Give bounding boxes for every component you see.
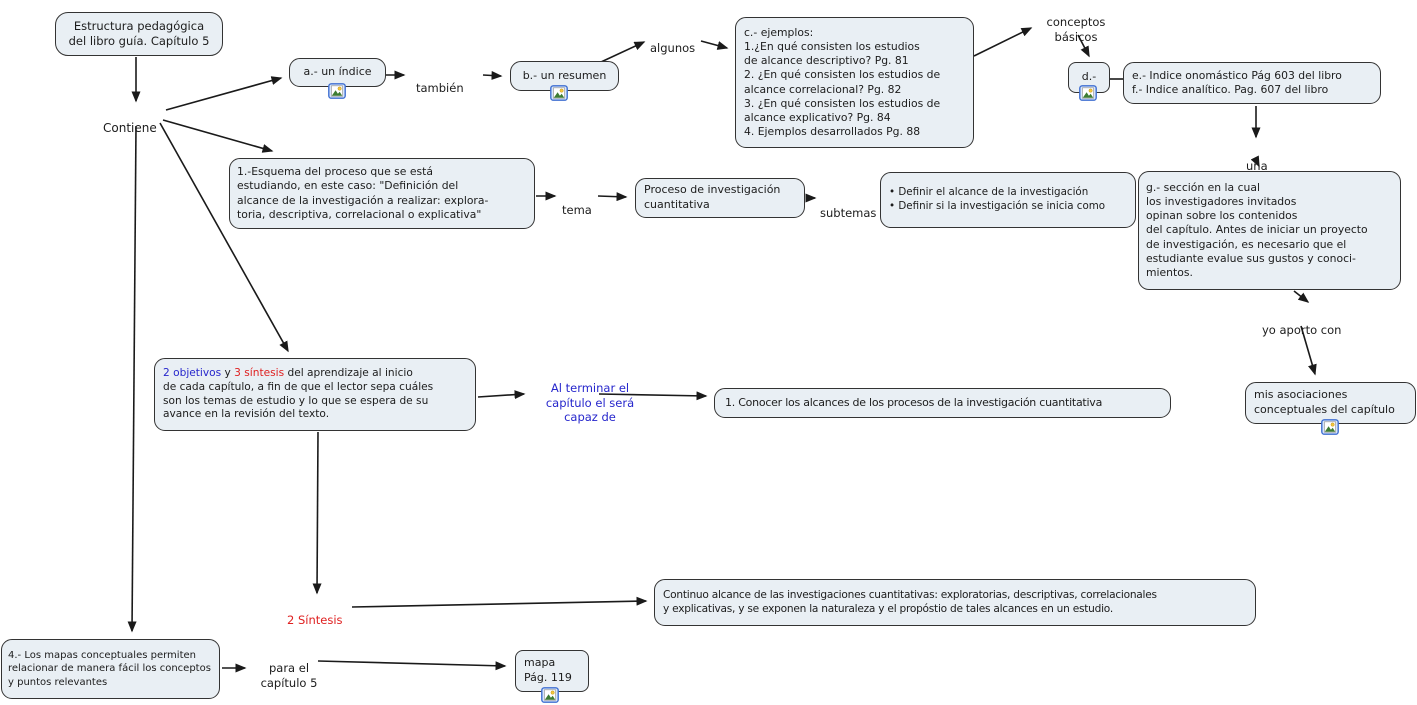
- connector-b-algunos: [600, 41, 646, 63]
- connector-tambien-b: [482, 70, 503, 80]
- connector-contiene-objetivos: [159, 122, 289, 353]
- link-label-subtemas[interactable]: subtemas: [820, 192, 876, 221]
- node-subtemas-lista[interactable]: • Definir el alcance de la investigación…: [880, 172, 1136, 228]
- link-label-tambien-text: también: [416, 81, 464, 96]
- node-subtemas-lista-text: • Definir el alcance de la investigación…: [889, 186, 1106, 212]
- image-resource-icon-a[interactable]: [328, 83, 346, 99]
- node-objetivos-text: 2 objetivos y 3 síntesis del aprendizaje…: [163, 367, 433, 423]
- link-label-conceptos-basicos[interactable]: conceptos básicos: [1040, 1, 1112, 44]
- node-mis-asociaciones-text: mis asociaciones conceptuales del capítu…: [1254, 388, 1395, 416]
- connector-objetivos-alterminar: [477, 390, 526, 400]
- link-label-subtemas-text: subtemas: [820, 206, 877, 221]
- connector-alterminar-conocer: [598, 391, 708, 401]
- objetivos-mid: y: [221, 366, 235, 379]
- connector-g-yoaporto: [1293, 290, 1310, 303]
- objetivos-count-blue: 2 objetivos: [163, 366, 222, 379]
- link-label-tema-text: tema: [562, 203, 592, 218]
- node-estructura[interactable]: Estructura pedagógica del libro guía. Ca…: [55, 12, 223, 56]
- node-d-text: d.-: [1081, 70, 1097, 84]
- node-mapas-text: 4.- Los mapas conceptuales permiten rela…: [8, 650, 211, 688]
- node-conocer-text: 1. Conocer los alcances de los procesos …: [725, 395, 1103, 409]
- node-esquema-text: 1.-Esquema del proceso que se está estud…: [237, 165, 489, 221]
- link-label-para-el[interactable]: para el capítulo 5: [255, 647, 323, 690]
- node-ef-indices[interactable]: e.- Indice onomástico Pág 603 del libro …: [1123, 62, 1381, 104]
- image-resource-icon-mapa[interactable]: [541, 687, 559, 703]
- link-label-tambien[interactable]: también: [416, 67, 464, 96]
- link-label-contiene[interactable]: Contiene: [103, 106, 157, 136]
- link-label-al-terminar-text: Al terminar el capítulo el será capaz de: [545, 381, 635, 425]
- node-mis-asociaciones[interactable]: mis asociaciones conceptuales del capítu…: [1245, 382, 1416, 424]
- link-label-yo-aporto[interactable]: yo aporto con: [1262, 309, 1341, 338]
- objetivos-rest: del aprendizaje al inicio de cada capítu…: [163, 366, 434, 421]
- link-label-contiene-text: Contiene: [103, 121, 157, 135]
- node-g-seccion[interactable]: g.- sección en la cual los investigadore…: [1138, 171, 1401, 290]
- connector-sintesis-continuo: [351, 596, 648, 608]
- link-label-2-sintesis[interactable]: 2 Síntesis: [287, 599, 343, 628]
- link-label-algunos[interactable]: algunos: [650, 27, 695, 56]
- node-mapa-pag-text: mapa Pág. 119: [524, 656, 572, 684]
- sintesis-count-red: 3 síntesis: [234, 366, 285, 379]
- node-objetivos[interactable]: 2 objetivos y 3 síntesis del aprendizaje…: [154, 358, 476, 431]
- link-label-2-sintesis-text: 2 Síntesis: [287, 613, 343, 628]
- node-c-ejemplos[interactable]: c.- ejemplos: 1.¿En qué consisten los es…: [735, 17, 974, 148]
- image-resource-icon-b[interactable]: [550, 85, 568, 101]
- node-c-ejemplos-text: c.- ejemplos: 1.¿En qué consisten los es…: [744, 25, 941, 139]
- image-resource-icon-mis[interactable]: [1321, 419, 1339, 435]
- node-continuo-text: Continuo alcance de las investigaciones …: [663, 588, 1157, 615]
- node-continuo[interactable]: Continuo alcance de las investigaciones …: [654, 579, 1256, 626]
- node-estructura-text: Estructura pedagógica del libro guía. Ca…: [68, 18, 210, 48]
- node-mapas[interactable]: 4.- Los mapas conceptuales permiten rela…: [1, 639, 220, 699]
- connector-yoaporto-mis: [1300, 325, 1317, 376]
- connector-objetivos-sintesis: [312, 431, 322, 595]
- connector-una-g: [1250, 155, 1260, 168]
- node-g-seccion-text: g.- sección en la cual los investigadore…: [1146, 180, 1368, 280]
- connector-contiene-esquema: [162, 119, 274, 153]
- node-proceso-text: Proceso de investigación cuantitativa: [644, 183, 781, 211]
- connector-algunos-c: [700, 40, 729, 50]
- connector-conceptos-d: [1077, 34, 1090, 58]
- node-a-indice-text: a.- un índice: [303, 65, 372, 79]
- link-label-tema[interactable]: tema: [562, 189, 592, 218]
- node-proceso[interactable]: Proceso de investigación cuantitativa: [635, 178, 805, 218]
- connector-contiene-a: [165, 76, 283, 111]
- node-b-resumen[interactable]: b.- un resumen: [510, 61, 619, 91]
- node-ef-indices-text: e.- Indice onomástico Pág 603 del libro …: [1132, 68, 1342, 96]
- connector-c-conceptos: [973, 27, 1033, 57]
- link-label-yo-aporto-text: yo aporto con: [1262, 323, 1342, 338]
- link-label-al-terminar[interactable]: Al terminar el capítulo el será capaz de: [534, 367, 646, 425]
- link-label-conceptos-basicos-text: conceptos básicos: [1046, 15, 1106, 44]
- connector-tema-proceso: [597, 192, 628, 202]
- node-conocer[interactable]: 1. Conocer los alcances de los procesos …: [714, 388, 1171, 418]
- link-label-para-el-text: para el capítulo 5: [260, 661, 318, 690]
- link-label-una[interactable]: una: [1246, 145, 1268, 174]
- connector-parael-mapa: [317, 660, 507, 671]
- connector-contiene-mapas: [127, 125, 137, 633]
- node-b-resumen-text: b.- un resumen: [522, 68, 607, 82]
- node-esquema[interactable]: 1.-Esquema del proceso que se está estud…: [229, 158, 535, 229]
- link-label-algunos-text: algunos: [650, 41, 696, 56]
- image-resource-icon-d[interactable]: [1079, 85, 1097, 101]
- node-mapa-pag[interactable]: mapa Pág. 119: [515, 650, 589, 692]
